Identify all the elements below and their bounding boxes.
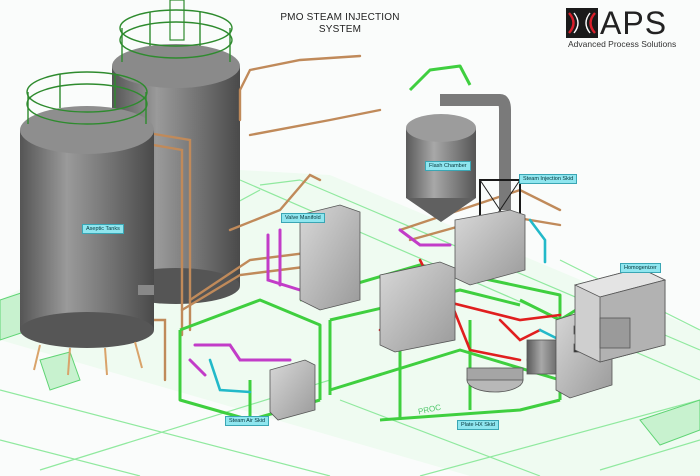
logo-subtitle: Advanced Process Solutions (568, 39, 677, 49)
label-plate-hx-skid: Plate HX Skid (457, 420, 499, 430)
diagram-title: PMO STEAM INJECTION SYSTEM (260, 12, 420, 36)
title-line-1: PMO STEAM INJECTION (280, 12, 400, 23)
homogenizer-unit (573, 267, 667, 363)
title-line-2: SYSTEM (318, 24, 362, 35)
label-valve-manifold: Valve Manifold (281, 213, 325, 223)
label-aseptic-tanks: Aseptic Tanks (82, 224, 124, 234)
label-steam-air-skid: Steam Air Skid (225, 416, 270, 426)
logo-wordmark: APS (600, 5, 668, 41)
aps-logo-icon (566, 8, 598, 38)
aps-logo: APS Advanced Process Solutions (566, 6, 696, 52)
label-steam-injection-skid: Steam Injection Skid (519, 174, 578, 184)
process-pipes (188, 218, 562, 394)
label-homogenizer: Homogenizer (620, 263, 661, 273)
label-flash-chamber: Flash Chamber (425, 161, 471, 171)
